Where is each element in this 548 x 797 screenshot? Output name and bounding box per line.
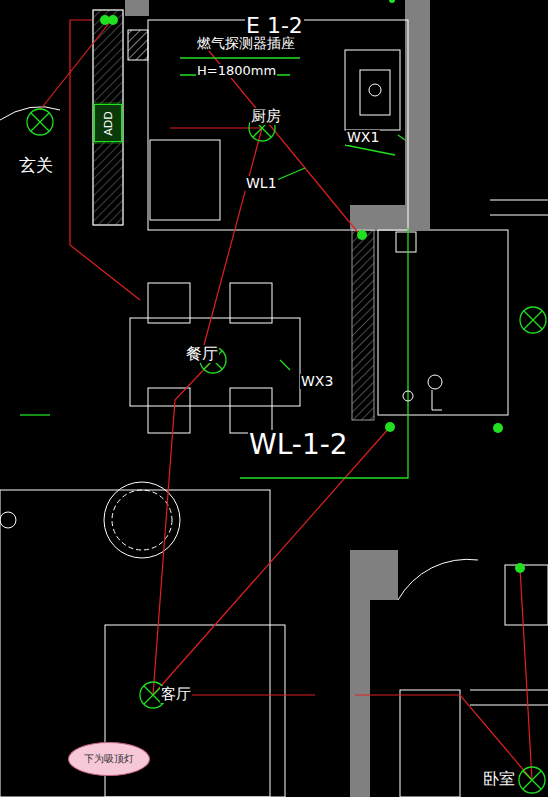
room-label: E 1-2	[245, 14, 304, 38]
room-label: 客厅	[160, 686, 192, 703]
lamp-cross	[524, 311, 542, 329]
room-label: 厨房	[250, 108, 282, 125]
room-label: WL1	[245, 176, 278, 191]
room-label: H=1800mm	[196, 64, 277, 78]
room-label: 餐厅	[185, 345, 219, 363]
room-label: WX1	[346, 130, 380, 145]
lamp-symbol	[27, 109, 53, 135]
room-label: WL-1-2	[248, 430, 349, 461]
lamp-symbol	[520, 307, 546, 333]
room-label: 燃气探测器插座	[196, 36, 296, 51]
room-label: WX3	[300, 374, 334, 389]
room-label: 玄关	[18, 156, 54, 175]
room-label: 卧室	[482, 770, 516, 788]
lamp-symbol	[519, 767, 545, 793]
lamp-cross	[31, 113, 49, 131]
socket-box: ADD	[94, 104, 122, 142]
lamp-cross	[523, 771, 541, 789]
node-text: ADD	[102, 111, 115, 135]
callout-bubble: 下为吸顶灯	[68, 742, 150, 776]
node-text: 下为吸顶灯	[84, 752, 134, 766]
